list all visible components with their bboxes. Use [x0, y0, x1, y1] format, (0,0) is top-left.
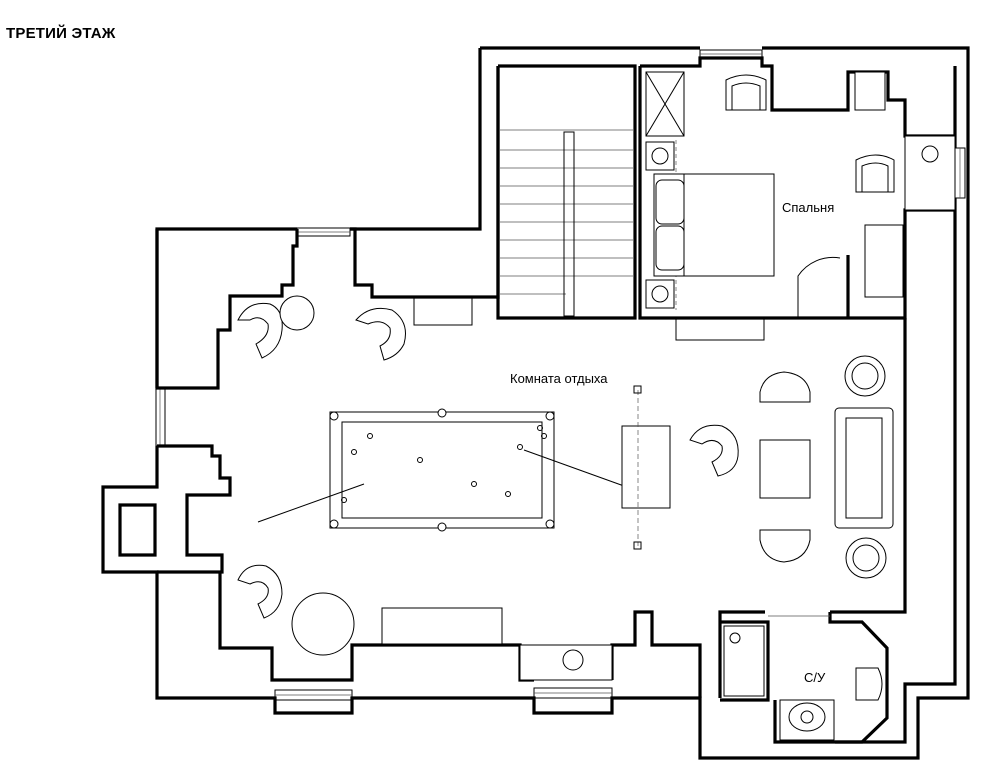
interior-walls: [155, 56, 955, 744]
lounge-furniture: Комната отдыха: [237, 295, 894, 681]
staircase: [413, 129, 633, 326]
lounge-label: Комната отдыха: [510, 371, 608, 386]
floor-title: ТРЕТИЙ ЭТАЖ: [6, 24, 116, 42]
bathroom-label: С/У: [804, 670, 826, 685]
bedroom-furniture: Спальня: [645, 71, 956, 341]
bathroom-fixtures: С/У: [723, 615, 883, 741]
bedroom-label: Спальня: [782, 200, 834, 215]
